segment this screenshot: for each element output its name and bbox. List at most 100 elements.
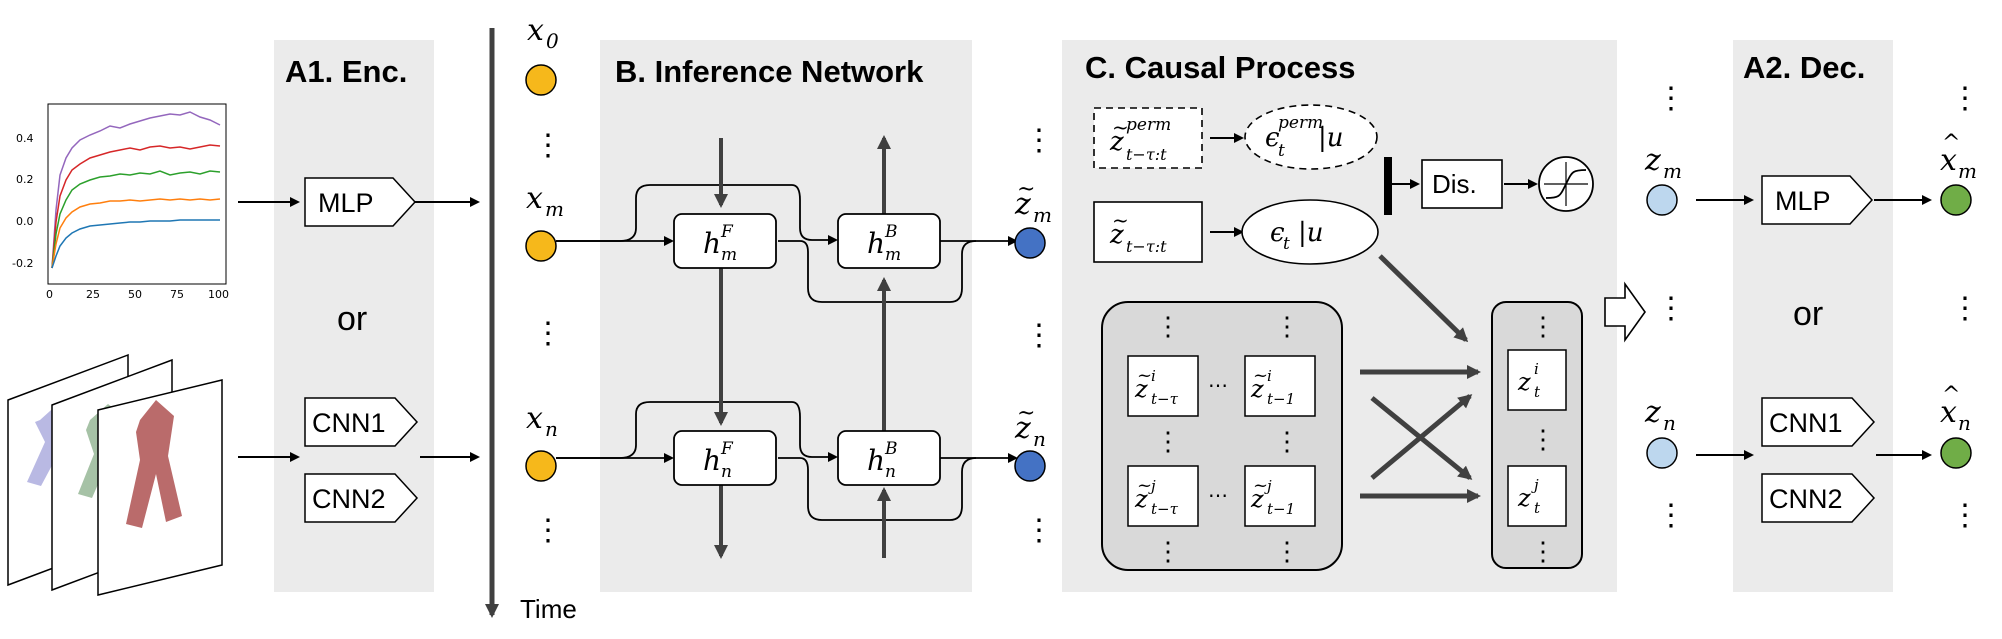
svg-text:m: m xyxy=(1663,159,1682,183)
arrow xyxy=(1370,394,1473,480)
ellipsis: ⋮ xyxy=(1950,499,1980,532)
svg-text:B: B xyxy=(884,439,898,459)
svg-text:t: t xyxy=(1534,499,1541,517)
section-title-enc: A1. Enc. xyxy=(285,54,407,89)
ellipsis: ⋮ xyxy=(533,129,563,162)
svg-text:n: n xyxy=(1033,427,1046,451)
latent-zm: z m xyxy=(1644,143,1682,216)
ellipsis: ⋮ xyxy=(1656,82,1686,115)
svg-text:~: ~ xyxy=(1253,475,1268,496)
svg-text:z: z xyxy=(1134,485,1148,513)
output-xn: x ^ n xyxy=(1940,383,1972,469)
svg-text:n: n xyxy=(885,462,896,482)
svg-text:|u: |u xyxy=(1298,218,1324,248)
plot-ytick: -0.2 xyxy=(12,257,33,270)
svg-text:CNN1: CNN1 xyxy=(1769,408,1843,438)
svg-text:j: j xyxy=(1148,477,1156,495)
svg-text:perm: perm xyxy=(1126,115,1171,135)
plot-series xyxy=(51,219,220,269)
latent-estimate-zm: z ~ m xyxy=(1014,177,1052,259)
svg-text:h: h xyxy=(703,227,721,260)
forward-state-hn: h F n xyxy=(673,430,777,486)
svg-text:z: z xyxy=(1517,368,1531,396)
svg-text:t: t xyxy=(1278,141,1285,161)
observation-xm: x m xyxy=(525,181,564,262)
svg-text:~: ~ xyxy=(1137,475,1152,496)
svg-text:n: n xyxy=(1663,411,1676,435)
backward-state-hn: h B n xyxy=(837,430,941,486)
sigmoid-icon xyxy=(1538,156,1594,212)
svg-text:m: m xyxy=(885,245,901,265)
svg-text:z: z xyxy=(1517,484,1531,512)
svg-text:Dis.: Dis. xyxy=(1432,169,1477,199)
encoder-cnn2: CNN2 xyxy=(304,473,419,523)
connector xyxy=(778,240,977,303)
decoder-cnn2: CNN2 xyxy=(1761,473,1876,523)
svg-text:h: h xyxy=(867,227,885,260)
svg-text:⋮: ⋮ xyxy=(1155,311,1181,341)
permuted-noise-ellipse: ϵ perm t |u xyxy=(1244,104,1378,170)
svg-text:⋮: ⋮ xyxy=(1274,426,1300,456)
svg-text:z: z xyxy=(1134,375,1148,403)
svg-text:i: i xyxy=(1267,367,1272,385)
encoder-cnn1: CNN1 xyxy=(304,397,419,447)
svg-text:z: z xyxy=(1644,395,1661,430)
svg-text:~: ~ xyxy=(1017,401,1035,426)
hollow-arrow-icon xyxy=(1604,281,1646,343)
observation-xn: x n xyxy=(525,401,558,482)
panel-inference xyxy=(600,40,972,592)
decoder-cnn1: CNN1 xyxy=(1761,397,1876,447)
svg-text:t−τ: t−τ xyxy=(1151,390,1179,408)
plot-xtick: 50 xyxy=(128,288,142,301)
svg-text:⋮: ⋮ xyxy=(1274,536,1300,566)
forward-state-hm: h F m xyxy=(673,213,777,269)
svg-text:⋮: ⋮ xyxy=(1155,426,1181,456)
ellipsis: ⋮ xyxy=(1024,319,1054,352)
ellipsis: ⋮ xyxy=(1950,292,1980,325)
output-xm: x ^ m xyxy=(1940,131,1977,216)
plot-series xyxy=(51,170,221,269)
svg-text:⋯: ⋯ xyxy=(1208,485,1228,507)
svg-text:MLP: MLP xyxy=(318,188,374,218)
svg-text:n: n xyxy=(721,462,732,482)
svg-text:j: j xyxy=(1531,476,1539,494)
plot-xtick: 75 xyxy=(170,288,184,301)
svg-text:~: ~ xyxy=(1112,208,1129,232)
svg-text:F: F xyxy=(720,439,734,459)
svg-text:n: n xyxy=(545,417,558,441)
plot-ytick: 0.2 xyxy=(16,173,34,186)
svg-text:z: z xyxy=(1250,375,1264,403)
svg-text:CNN1: CNN1 xyxy=(312,408,386,438)
plot-series xyxy=(51,111,221,269)
decoder-mlp: MLP xyxy=(1761,175,1874,225)
encoder-mlp: MLP xyxy=(304,177,417,227)
latent-estimate-zn: z ~ n xyxy=(1014,401,1046,482)
svg-text:⋮: ⋮ xyxy=(1530,424,1556,454)
plot-xtick: 100 xyxy=(208,288,229,301)
svg-text:t: t xyxy=(1534,383,1541,401)
plot-ytick: 0.4 xyxy=(16,132,34,145)
svg-text:z: z xyxy=(1250,485,1264,513)
svg-text:F: F xyxy=(720,222,734,242)
svg-text:x: x xyxy=(526,181,543,216)
svg-text:t−τ:t: t−τ:t xyxy=(1126,237,1167,256)
arrow xyxy=(1378,254,1469,343)
section-title-causal: C. Causal Process xyxy=(1085,50,1356,85)
plot-series xyxy=(51,144,221,269)
svg-text:0: 0 xyxy=(546,29,559,53)
history-box: z ~ t−τ:t xyxy=(1093,201,1203,263)
input-image-frames xyxy=(7,353,223,596)
svg-text:i: i xyxy=(1151,367,1156,385)
plot-ytick: 0.0 xyxy=(16,215,34,228)
svg-text:h: h xyxy=(703,444,721,477)
svg-text:i: i xyxy=(1534,360,1539,378)
svg-text:x: x xyxy=(527,13,544,48)
svg-text:^: ^ xyxy=(1942,383,1960,408)
svg-text:z: z xyxy=(1109,127,1124,157)
plot-series xyxy=(51,198,221,269)
svg-text:B: B xyxy=(884,222,898,242)
section-title-dec: A2. Dec. xyxy=(1743,50,1865,85)
ellipsis: ⋮ xyxy=(1950,82,1980,115)
svg-text:⋯: ⋯ xyxy=(1208,375,1228,397)
